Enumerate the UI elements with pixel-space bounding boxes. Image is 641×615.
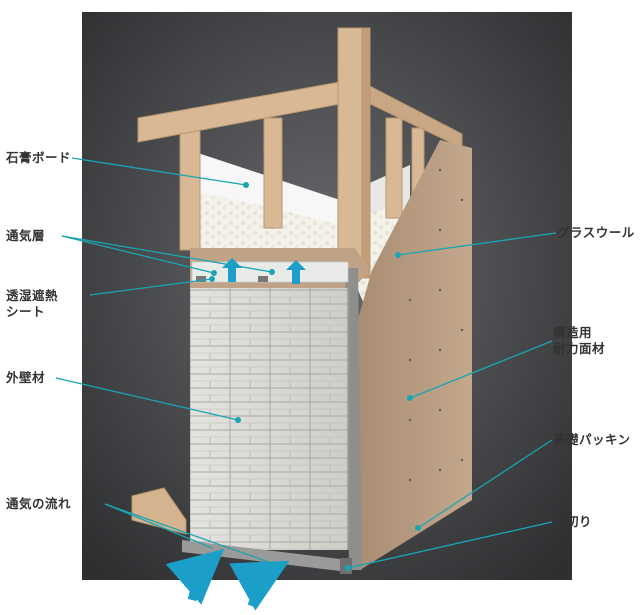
label-drip-edge: 水切り	[553, 514, 593, 529]
sill-timber	[131, 487, 187, 535]
label-exterior-wall: 外壁材	[6, 370, 46, 385]
leader-dots	[209, 182, 421, 571]
label-moisture-sheet: 透湿遮熱 シート	[6, 288, 58, 320]
label-structural-panel: 構造用 耐力面材	[553, 325, 605, 357]
label-gypsum-board: 石膏ボード	[6, 150, 72, 165]
corner-trim	[345, 268, 362, 570]
label-moisture-sheet-line2: シート	[6, 304, 46, 319]
label-airflow: 通気の流れ	[6, 496, 72, 511]
label-structural-panel-line2: 耐力面材	[553, 341, 606, 356]
drip-edge	[182, 540, 348, 572]
structural-panel	[352, 140, 472, 570]
timber-frame	[137, 27, 463, 279]
leader-lines	[55, 157, 557, 569]
label-structural-panel-line1: 構造用	[553, 325, 593, 340]
label-glass-wool: グラスウール	[557, 225, 635, 240]
label-moisture-sheet-line1: 透湿遮熱	[6, 288, 59, 303]
label-air-layer: 通気層	[6, 228, 46, 243]
label-foundation-packing: 基礎パッキン	[553, 432, 631, 447]
airflow-arrows-in	[165, 548, 290, 611]
